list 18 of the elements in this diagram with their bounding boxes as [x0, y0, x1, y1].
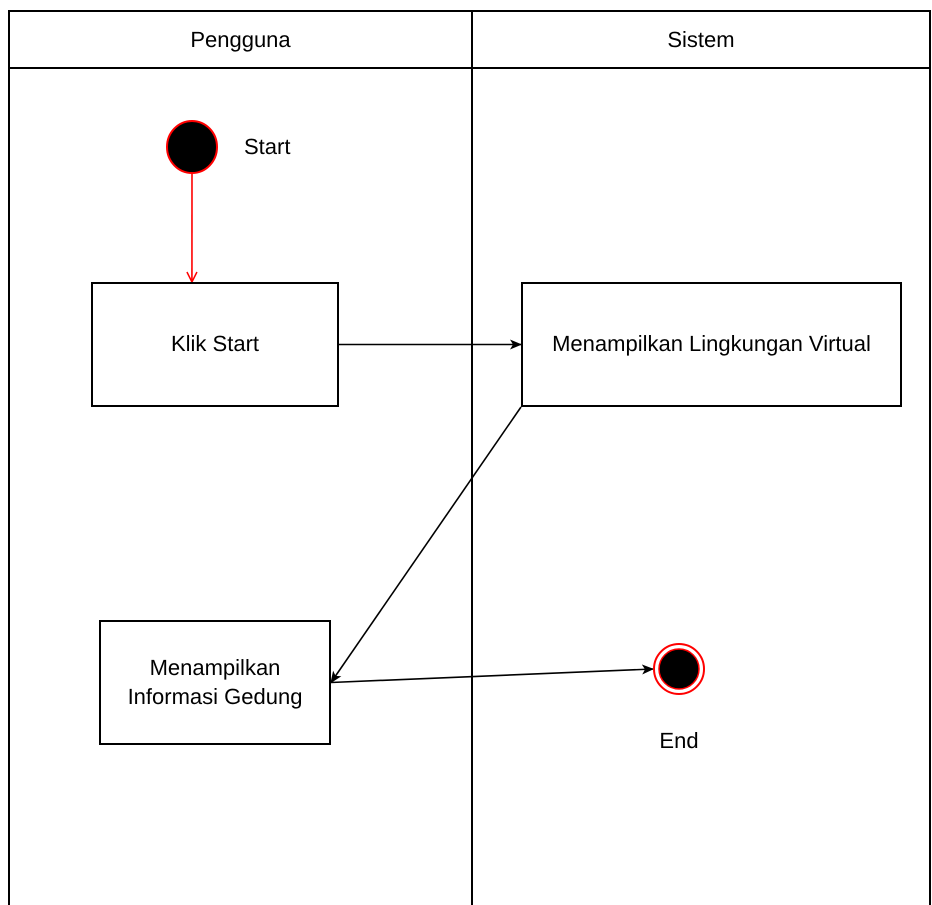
action-box — [99, 620, 331, 745]
node-label: End — [659, 728, 699, 754]
action-box — [91, 282, 339, 407]
arrow — [330, 406, 522, 684]
action-label: Menampilkan Informasi Gedung — [126, 654, 304, 711]
node-label: Start — [244, 134, 290, 160]
start-node — [166, 120, 218, 174]
end-node — [653, 643, 705, 695]
swimlane — [471, 10, 931, 905]
action-label: Menampilkan Lingkungan Virtual — [552, 330, 871, 358]
lane-title: Pengguna — [190, 26, 291, 52]
arrow — [186, 174, 198, 283]
swimlane — [8, 10, 471, 905]
action-box — [521, 282, 902, 407]
action-label: Klik Start — [170, 330, 260, 358]
lane-title: Sistem — [667, 26, 735, 52]
arrow — [339, 340, 522, 350]
arrow — [330, 664, 654, 684]
